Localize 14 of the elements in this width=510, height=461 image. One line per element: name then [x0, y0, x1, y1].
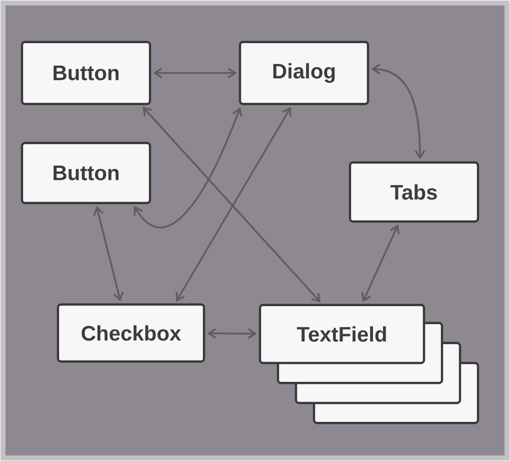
component-box: Tabs [348, 161, 480, 223]
arrow [153, 68, 237, 78]
arrow [371, 64, 426, 160]
arrow [207, 328, 257, 339]
arrow [361, 224, 400, 302]
component-box: Button [20, 40, 152, 106]
arrow [134, 106, 242, 228]
component-box: Checkbox [56, 303, 206, 363]
arrow [176, 106, 292, 302]
arrow [142, 106, 321, 302]
component-box: TextField [258, 304, 426, 364]
component-box: Dialog [238, 40, 370, 106]
arrow [93, 206, 124, 302]
component-box: Button [20, 142, 152, 204]
